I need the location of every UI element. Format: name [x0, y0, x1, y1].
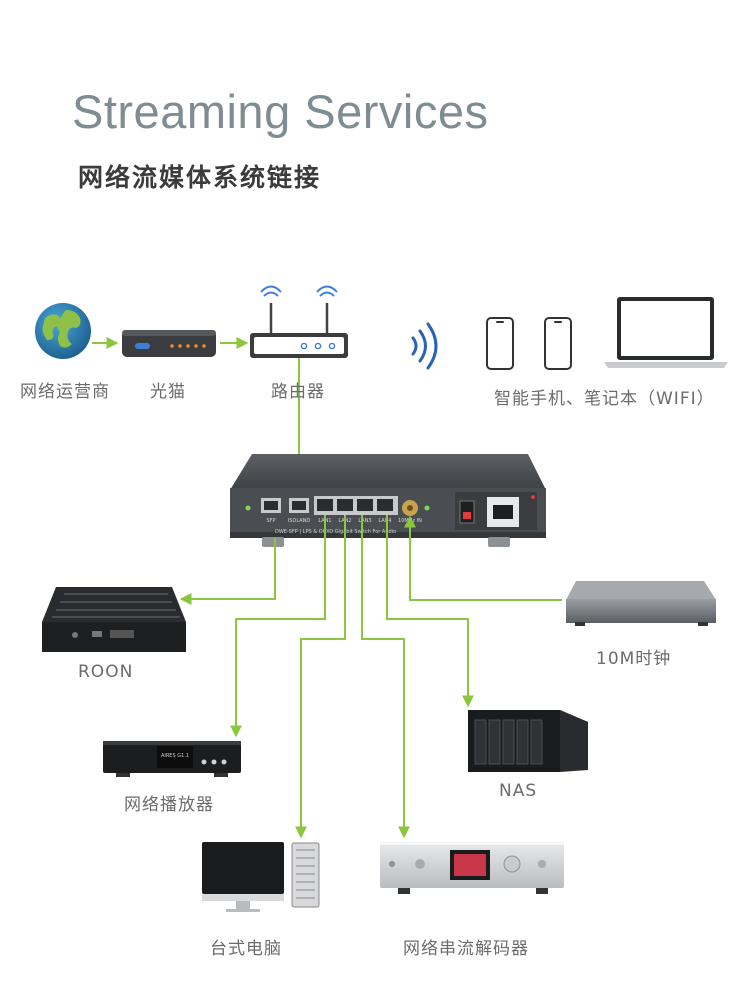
wifi-signal-icon: [411, 322, 438, 370]
player-device: AIRES G1.1: [103, 741, 241, 777]
router-label: 路由器: [271, 382, 325, 402]
port-label-isoland: ISOLAND: [288, 518, 311, 524]
roon-device: [42, 587, 186, 652]
switch-model-text: DWE-SFP | LPS & OCXO Gigabit Switch For …: [275, 529, 396, 535]
switch-to-desktop-link: [295, 515, 346, 839]
isp-label: 网络运营商: [20, 382, 110, 402]
nas-label: NAS: [499, 781, 538, 801]
desktop-label: 台式电脑: [210, 939, 282, 959]
switch-to-roon-link: [179, 538, 276, 605]
clock-to-switch-link: [404, 515, 562, 601]
switch-to-streamer-link: [361, 515, 410, 839]
switch-to-player-link: [230, 515, 326, 738]
page-subtitle: 网络流媒体系统链接: [78, 163, 322, 192]
page-title: Streaming Services: [72, 85, 489, 138]
router-icon: [250, 285, 348, 358]
port-label-lan4: LAN4: [378, 518, 391, 524]
player-label: 网络播放器: [124, 795, 214, 815]
streamer-device: [380, 842, 564, 894]
desktop-device: [202, 842, 320, 912]
laptop-icon: [604, 297, 728, 368]
port-label-lan3: LAN3: [358, 518, 371, 524]
wifi-devices-label: 智能手机、笔记本（WIFI）: [494, 389, 715, 409]
smartphone-icon: [486, 317, 514, 370]
switch-to-nas-link: [386, 515, 474, 708]
port-label-sfp: SFP: [266, 518, 275, 524]
modem-label: 光猫: [150, 382, 186, 402]
streamer-label: 网络串流解码器: [403, 939, 529, 959]
globe-icon: [35, 303, 91, 359]
modem-icon: [122, 330, 216, 357]
roon-label: ROON: [78, 662, 134, 682]
player-screen-text: AIRES G1.1: [161, 753, 189, 759]
smartphone-icon: [544, 317, 572, 370]
nas-device: [468, 710, 588, 772]
clock-label: 10M时钟: [596, 649, 672, 669]
clock-device: [566, 581, 716, 626]
